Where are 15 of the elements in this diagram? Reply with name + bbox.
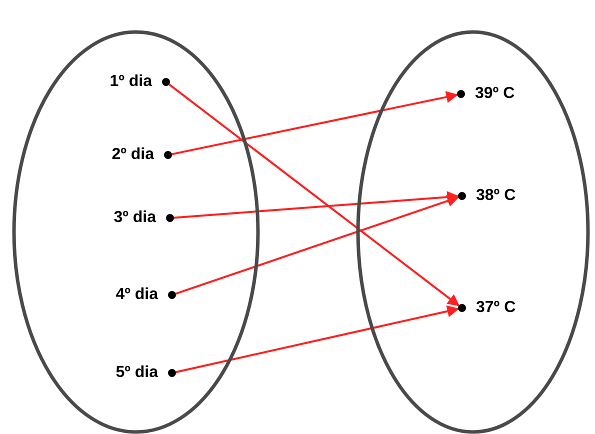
element-label: 38º C bbox=[476, 187, 516, 205]
arrow bbox=[172, 91, 458, 156]
element-label: 39º C bbox=[475, 85, 515, 103]
arrow bbox=[174, 191, 460, 219]
arrow bbox=[168, 84, 460, 306]
set-ellipse bbox=[12, 30, 260, 434]
element-label: 4º dia bbox=[116, 286, 158, 304]
element-label: 3º dia bbox=[114, 209, 156, 227]
element-label: 1º dia bbox=[110, 73, 152, 91]
arrow bbox=[176, 305, 460, 374]
set-ellipse bbox=[356, 30, 590, 434]
element-label: 37º C bbox=[476, 299, 516, 317]
element-label: 5º dia bbox=[116, 364, 158, 382]
arrow bbox=[175, 195, 460, 295]
element-label: 2º dia bbox=[112, 146, 154, 164]
